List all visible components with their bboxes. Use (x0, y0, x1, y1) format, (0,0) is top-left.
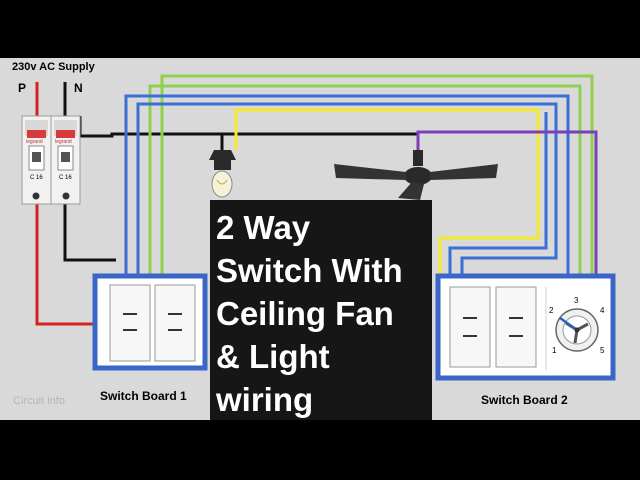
title-line-5: wiring (216, 381, 314, 418)
ceiling-fan-icon (334, 150, 498, 200)
light-bulb-icon (209, 150, 236, 198)
breaker-1-rating: C 16 (30, 175, 43, 181)
neutral-label: N (74, 81, 83, 95)
breaker-2-brand: legrand (55, 139, 72, 145)
title-line-3: Ceiling Fan (216, 295, 394, 332)
switch-board-2-label: Switch Board 2 (481, 393, 568, 407)
switch-board-1-label: Switch Board 1 (100, 389, 187, 403)
letterbox-bottom (0, 420, 640, 480)
watermark: Circuit info (13, 395, 65, 407)
title-line-4: & Light (216, 338, 330, 375)
title-line-1: 2 Way (216, 209, 311, 246)
fan-regulator-dial (555, 308, 599, 352)
blue-wire-b (136, 102, 558, 276)
title-line-2: Switch With (216, 252, 403, 289)
green-wire-a (148, 84, 582, 276)
switch-board-1 (92, 273, 208, 371)
mcb-breaker-pair (21, 115, 81, 205)
regulator-position-2: 2 (549, 306, 554, 315)
blue-wire-a (124, 94, 570, 276)
regulator-position-4: 4 (600, 306, 605, 315)
regulator-position-5: 5 (600, 346, 605, 355)
breaker-1-brand: legrand (26, 139, 43, 145)
supply-label: 230v AC Supply (12, 61, 95, 73)
neutral-wire-lower (63, 200, 116, 262)
regulator-position-3: 3 (574, 296, 579, 305)
purple-wire (416, 130, 598, 276)
letterbox-top (0, 0, 640, 58)
yellow-wire (234, 108, 540, 276)
green-wire-b (160, 74, 594, 276)
breaker-2-rating: C 16 (59, 175, 72, 181)
title-box: 2 Way Switch With Ceiling Fan & Light wi… (210, 200, 432, 420)
regulator-position-1: 1 (552, 346, 557, 355)
phase-wire-lower (35, 200, 104, 326)
neutral-wire-fan (222, 132, 420, 150)
phase-label: P (18, 81, 27, 95)
blue-wire-c (448, 112, 548, 276)
